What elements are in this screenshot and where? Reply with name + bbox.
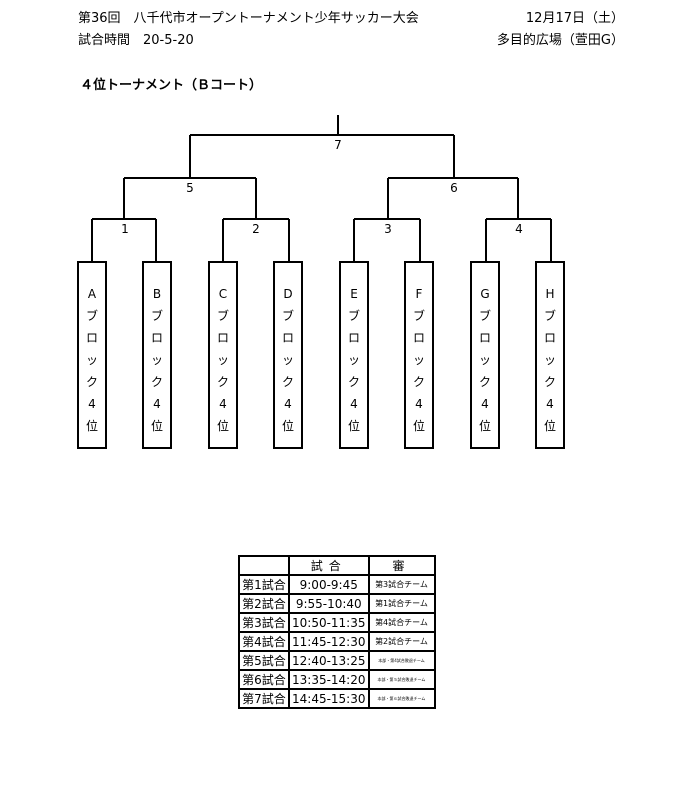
venue: 多目的広場（萱田G） bbox=[496, 33, 624, 48]
referee-cell: 第2試合チーム bbox=[368, 631, 436, 652]
table-row: 第4試合 11:45-12:30 第2試合チーム bbox=[238, 631, 436, 652]
referee-cell: 本部・第６試合敗退チーム bbox=[368, 688, 436, 709]
team-box-f: F ブ ロ ッ ク 4 位 bbox=[404, 261, 434, 449]
bracket-subtitle: ４位トーナメント（Ｂコート） bbox=[80, 78, 263, 93]
match-name-cell: 第6試合 bbox=[238, 669, 290, 690]
header-cell-match: 試合 bbox=[288, 555, 370, 576]
schedule-table: 試合 審 第1試合 9:00-9:45 第3試合チーム 第2試合 9:55-10… bbox=[238, 555, 436, 709]
semifinal-right-line bbox=[387, 177, 519, 219]
round1-match2-line bbox=[222, 218, 290, 261]
semifinal-left-line bbox=[123, 177, 257, 219]
match-label-1: 1 bbox=[121, 222, 129, 236]
match-time: 試合時間 20-5-20 bbox=[78, 33, 194, 48]
team-box-h: H ブ ロ ッ ク 4 位 bbox=[535, 261, 565, 449]
referee-cell: 第4試合チーム bbox=[368, 612, 436, 633]
team-box-c: C ブ ロ ッ ク 4 位 bbox=[208, 261, 238, 449]
match-label-4: 4 bbox=[515, 222, 523, 236]
referee-cell: 第3試合チーム bbox=[368, 574, 436, 595]
match-time-cell: 9:00-9:45 bbox=[288, 574, 370, 595]
tournament-title: 第36回 八千代市オープントーナメント少年サッカー大会 bbox=[78, 11, 419, 26]
table-row: 第7試合 14:45-15:30 本部・第６試合敗退チーム bbox=[238, 688, 436, 709]
header-cell-referee: 審 bbox=[368, 555, 436, 576]
match-label-6: 6 bbox=[450, 181, 458, 195]
team-box-a: A ブ ロ ッ ク 4 位 bbox=[77, 261, 107, 449]
tournament-date: 12月17日（土） bbox=[525, 11, 624, 26]
team-box-e: E ブ ロ ッ ク 4 位 bbox=[339, 261, 369, 449]
match-name-cell: 第2試合 bbox=[238, 593, 290, 614]
match-label-5: 5 bbox=[186, 181, 194, 195]
team-label-d: D ブ ロ ッ ク 4 位 bbox=[281, 287, 294, 433]
match-time-cell: 12:40-13:25 bbox=[288, 650, 370, 671]
table-row: 第6試合 13:35-14:20 本部・第５試合敗退チーム bbox=[238, 669, 436, 690]
table-row: 第1試合 9:00-9:45 第3試合チーム bbox=[238, 574, 436, 595]
team-label-c: C ブ ロ ッ ク 4 位 bbox=[216, 287, 229, 433]
match-label-2: 2 bbox=[252, 222, 260, 236]
team-box-g: G ブ ロ ッ ク 4 位 bbox=[470, 261, 500, 449]
team-box-d: D ブ ロ ッ ク 4 位 bbox=[273, 261, 303, 449]
match-name-cell: 第4試合 bbox=[238, 631, 290, 652]
match-label-3: 3 bbox=[384, 222, 392, 236]
referee-cell: 本部・第５試合敗退チーム bbox=[368, 669, 436, 690]
match-time-cell: 14:45-15:30 bbox=[288, 688, 370, 709]
table-row: 第2試合 9:55-10:40 第1試合チーム bbox=[238, 593, 436, 614]
table-header-row: 試合 審 bbox=[238, 555, 436, 576]
table-row: 第3試合 10:50-11:35 第4試合チーム bbox=[238, 612, 436, 633]
match-time-cell: 10:50-11:35 bbox=[288, 612, 370, 633]
match-time-cell: 13:35-14:20 bbox=[288, 669, 370, 690]
table-row: 第5試合 12:40-13:25 本部・第4試合敗退チーム bbox=[238, 650, 436, 671]
team-label-b: B ブ ロ ッ ク 4 位 bbox=[150, 287, 163, 433]
header-cell-empty bbox=[238, 555, 290, 576]
team-label-e: E ブ ロ ッ ク 4 位 bbox=[347, 287, 360, 433]
match-time-cell: 11:45-12:30 bbox=[288, 631, 370, 652]
round1-match4-line bbox=[485, 218, 552, 261]
match-name-cell: 第3試合 bbox=[238, 612, 290, 633]
match-time-cell: 9:55-10:40 bbox=[288, 593, 370, 614]
team-label-f: F ブ ロ ッ ク 4 位 bbox=[412, 287, 425, 433]
match-name-cell: 第1試合 bbox=[238, 574, 290, 595]
round1-match1-line bbox=[91, 218, 157, 261]
match-name-cell: 第7試合 bbox=[238, 688, 290, 709]
final-line bbox=[189, 115, 455, 178]
match-label-7: 7 bbox=[334, 138, 342, 152]
referee-cell: 第1試合チーム bbox=[368, 593, 436, 614]
match-name-cell: 第5試合 bbox=[238, 650, 290, 671]
referee-cell: 本部・第4試合敗退チーム bbox=[368, 650, 436, 671]
round1-match3-line bbox=[353, 218, 421, 261]
team-label-a: A ブ ロ ッ ク 4 位 bbox=[85, 287, 98, 433]
team-label-h: H ブ ロ ッ ク 4 位 bbox=[543, 287, 556, 433]
team-box-b: B ブ ロ ッ ク 4 位 bbox=[142, 261, 172, 449]
team-label-g: G ブ ロ ッ ク 4 位 bbox=[478, 287, 491, 433]
